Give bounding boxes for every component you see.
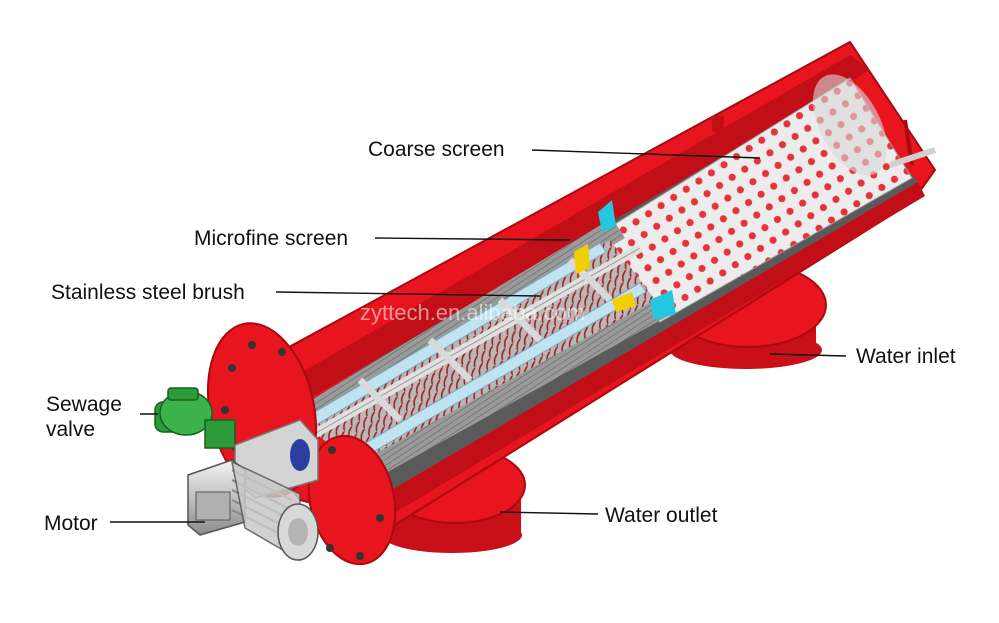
label-sewage-valve-line2: valve xyxy=(46,418,96,441)
label-sewage-valve-line1: Sewage xyxy=(46,393,122,416)
sewage-valve xyxy=(154,387,236,449)
leader-lines xyxy=(110,149,847,523)
end-cap-right xyxy=(712,116,936,168)
label-motor: Motor xyxy=(44,512,98,535)
label-water-outlet: Water outlet xyxy=(605,504,718,527)
label-coarse-screen: Coarse screen xyxy=(368,138,505,161)
label-stainless-steel-brush: Stainless steel brush xyxy=(51,281,245,304)
label-microfine-screen: Microfine screen xyxy=(194,227,349,250)
watermark: zyttech.en.alibaba.com xyxy=(360,300,586,325)
seal-rings xyxy=(574,200,676,320)
coarse-screen xyxy=(564,74,913,323)
label-water-inlet: Water inlet xyxy=(856,345,956,368)
stainless-steel-brush xyxy=(292,240,655,466)
motor xyxy=(187,459,319,562)
